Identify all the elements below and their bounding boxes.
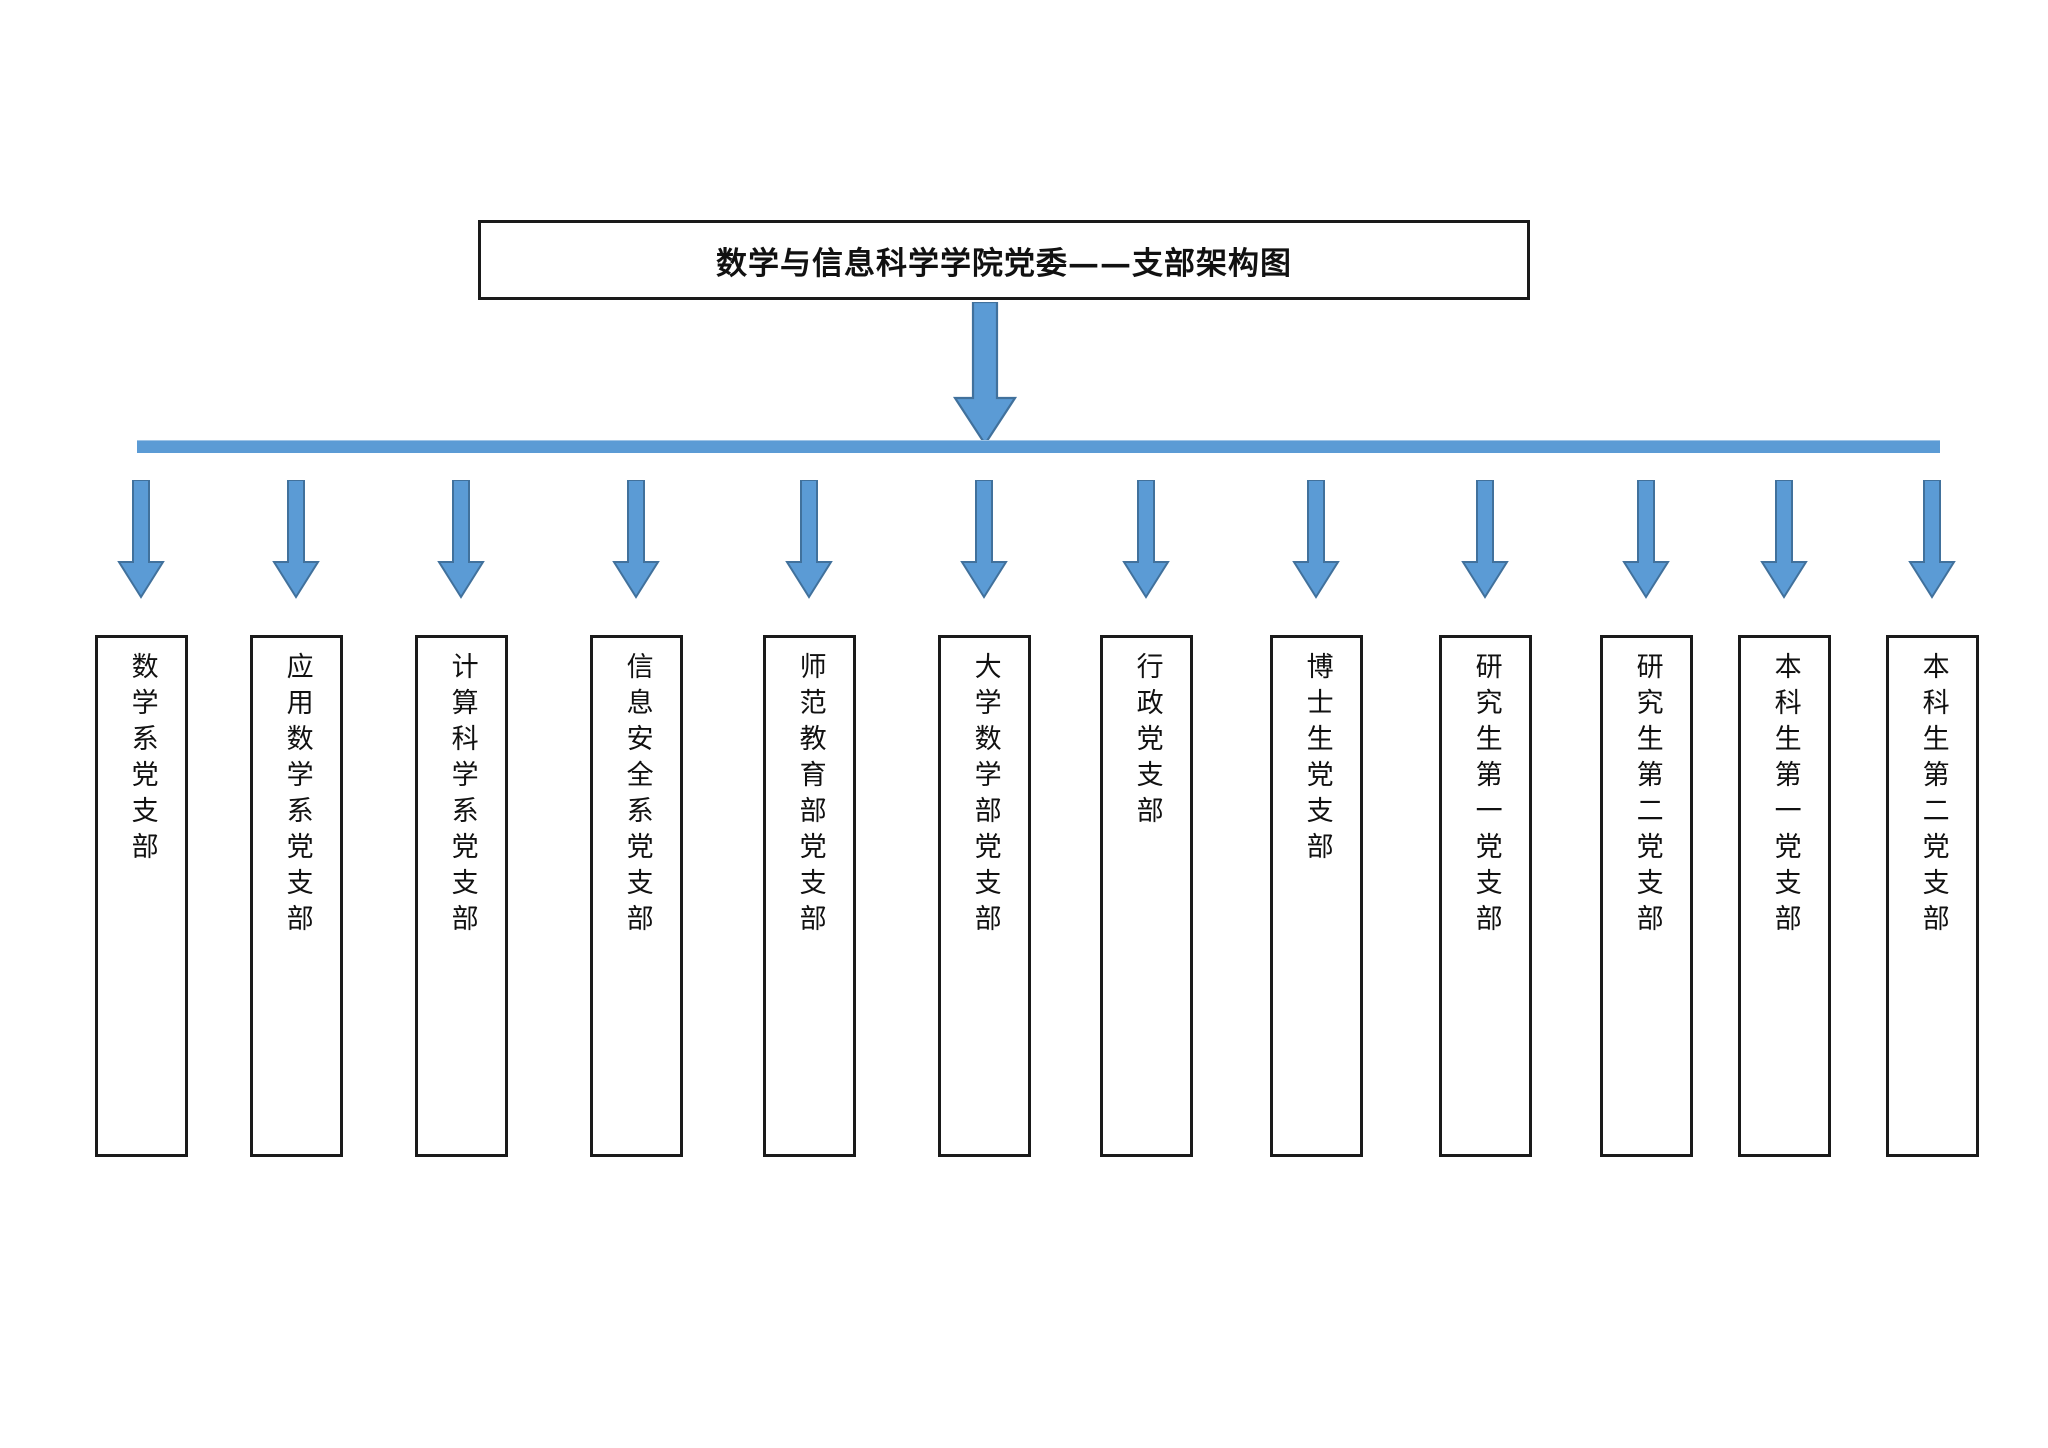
branch-box-12[interactable]: 本科生第二党支部 [1886,635,1979,1157]
branch-label-1: 数学系党支部 [126,652,158,868]
branch-down-arrow-icon-3 [435,479,487,602]
branch-box-8[interactable]: 博士生党支部 [1270,635,1363,1157]
branch-label-7: 行政党支部 [1131,652,1163,832]
branch-down-arrow-icon-10 [1620,479,1672,602]
branch-label-11: 本科生第一党支部 [1769,652,1801,940]
branch-down-arrow-icon-8 [1290,479,1342,602]
branch-label-5: 师范教育部党支部 [794,652,826,940]
branch-box-10[interactable]: 研究生第二党支部 [1600,635,1693,1157]
branch-box-7[interactable]: 行政党支部 [1100,635,1193,1157]
chart-title-text: 数学与信息科学学院党委——支部架构图 [716,245,1292,282]
branch-down-arrow-icon-12 [1906,479,1958,602]
branch-box-2[interactable]: 应用数学系党支部 [250,635,343,1157]
branch-down-arrow-icon-7 [1120,479,1172,602]
branch-down-arrow-icon-6 [958,479,1010,602]
branch-box-3[interactable]: 计算科学系党支部 [415,635,508,1157]
branch-box-5[interactable]: 师范教育部党支部 [763,635,856,1157]
branch-label-6: 大学数学部党支部 [969,652,1001,940]
branch-box-1[interactable]: 数学系党支部 [95,635,188,1157]
branch-box-6[interactable]: 大学数学部党支部 [938,635,1031,1157]
main-down-arrow-icon [947,300,1023,450]
branch-box-11[interactable]: 本科生第一党支部 [1738,635,1831,1157]
branch-down-arrow-icon-9 [1459,479,1511,602]
branch-down-arrow-icon-5 [783,479,835,602]
branch-label-12: 本科生第二党支部 [1917,652,1949,940]
branch-label-3: 计算科学系党支部 [446,652,478,940]
distribution-bus-line [137,440,1940,453]
branch-label-4: 信息安全系党支部 [621,652,653,940]
branch-label-8: 博士生党支部 [1301,652,1333,868]
branch-down-arrow-icon-11 [1758,479,1810,602]
branch-down-arrow-icon-4 [610,479,662,602]
branch-label-9: 研究生第一党支部 [1470,652,1502,940]
branch-box-4[interactable]: 信息安全系党支部 [590,635,683,1157]
chart-title-box: 数学与信息科学学院党委——支部架构图 [478,220,1530,300]
branch-down-arrow-icon-1 [115,479,167,602]
branch-down-arrow-icon-2 [270,479,322,602]
branch-label-10: 研究生第二党支部 [1631,652,1663,940]
branch-label-2: 应用数学系党支部 [281,652,313,940]
branch-box-9[interactable]: 研究生第一党支部 [1439,635,1532,1157]
